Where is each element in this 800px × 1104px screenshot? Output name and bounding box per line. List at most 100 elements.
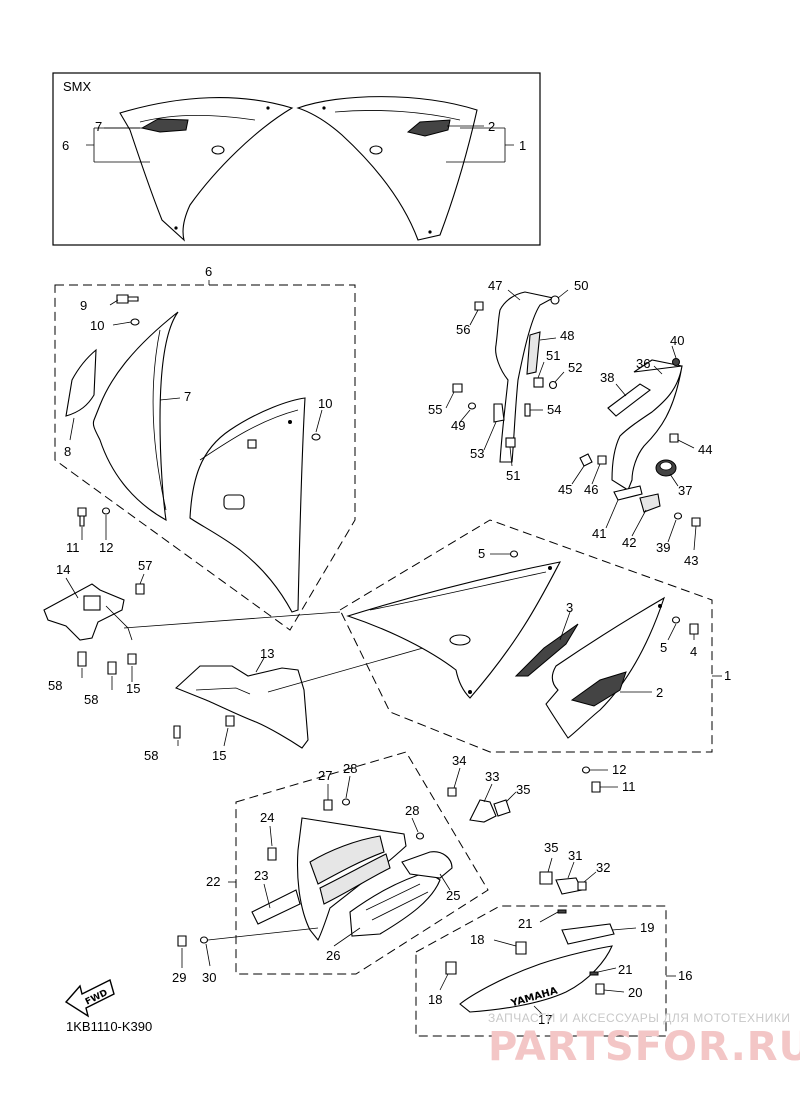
part-58-bolt-c[interactable] <box>173 725 181 739</box>
group-1-right-cowling: 1 5 3 5 4 2 12 11 <box>339 519 731 794</box>
part-56-bolt[interactable] <box>474 301 484 311</box>
part-53-bracket[interactable] <box>493 403 505 423</box>
label-21b: 21 <box>618 962 632 977</box>
part-49-washer[interactable] <box>467 402 477 410</box>
part-2-panel[interactable] <box>545 596 665 739</box>
part-40-nut[interactable] <box>672 358 680 366</box>
part-21-rivet-b[interactable] <box>589 971 599 976</box>
inset-cowling-left[interactable] <box>119 97 294 242</box>
part-5-washer-b[interactable] <box>671 616 681 624</box>
part-30-washer[interactable] <box>199 936 209 944</box>
part-42-rubber[interactable] <box>639 493 661 513</box>
part-51-grommet-b[interactable] <box>505 437 516 448</box>
part-48-pad[interactable] <box>526 331 541 375</box>
part-7-inner-line <box>152 329 167 511</box>
label-58: 58 <box>48 678 62 693</box>
leader-52 <box>554 371 565 383</box>
part-12-washer[interactable] <box>101 507 111 515</box>
group-22-lower-cowling: 22 27 28 28 24 23 25 26 29 30 <box>172 751 489 985</box>
leader-10 <box>112 321 132 326</box>
part-17-under-cowl[interactable] <box>459 945 613 1013</box>
part-58-bolt-b[interactable] <box>107 661 117 675</box>
part-33-bracket[interactable] <box>469 799 497 823</box>
part-8-trim[interactable] <box>65 348 97 417</box>
part-50-nut[interactable] <box>550 295 560 305</box>
part-22-vent <box>309 835 385 885</box>
part-36-stay[interactable] <box>611 359 683 491</box>
label-43: 43 <box>684 553 698 568</box>
label-5b: 5 <box>660 640 667 655</box>
part-23-decal[interactable] <box>251 889 301 925</box>
part-28-washer[interactable] <box>341 798 351 806</box>
part-19-trim[interactable] <box>561 923 615 945</box>
part-1-cowling-panel[interactable] <box>346 561 562 699</box>
part-10-washer[interactable] <box>130 318 140 326</box>
part-24-nut[interactable] <box>267 847 277 861</box>
leader-48 <box>539 337 557 341</box>
part-34-bolt[interactable] <box>447 787 457 797</box>
part-18-nut-b[interactable] <box>445 961 457 975</box>
part-26-ribs <box>365 883 429 921</box>
label-51b: 51 <box>506 468 520 483</box>
leader-41 <box>605 499 619 529</box>
part-11-screw[interactable] <box>77 507 87 527</box>
leader-3 <box>559 611 571 641</box>
part-25-trim[interactable] <box>401 851 453 879</box>
part-5-washer[interactable] <box>509 550 519 558</box>
part-11-screw-b[interactable] <box>591 781 601 793</box>
part-9-screw[interactable] <box>116 294 139 304</box>
leader-46 <box>591 463 601 485</box>
part-57-screw[interactable] <box>135 583 145 595</box>
part-46-screw[interactable] <box>597 455 607 465</box>
part-44-bolt[interactable] <box>669 433 679 443</box>
part-12-washer-b[interactable] <box>581 766 591 774</box>
leader-38 <box>615 383 627 397</box>
ref-line-13-2 <box>267 645 431 693</box>
part-13-bracket[interactable] <box>174 665 309 749</box>
part-20-screw[interactable] <box>595 983 605 995</box>
part-45-clip[interactable] <box>579 453 593 467</box>
leader-19 <box>611 927 637 931</box>
part-3-decal[interactable] <box>514 623 579 677</box>
leader-40 <box>671 345 677 359</box>
part-15-screw-b[interactable] <box>225 715 235 727</box>
leader-7 <box>159 397 181 401</box>
part-27-bolt[interactable] <box>323 799 333 811</box>
label-13: 13 <box>260 646 274 661</box>
part-29-bolt[interactable] <box>177 935 187 947</box>
part-38-strip[interactable] <box>607 383 651 417</box>
part-35-clip-b[interactable] <box>539 871 553 885</box>
inset-frame <box>52 72 541 246</box>
part-52-screw[interactable] <box>548 380 558 390</box>
part-7-cowling-panel[interactable] <box>92 311 179 522</box>
part-54-clip[interactable] <box>524 403 531 417</box>
part-21-rivet[interactable] <box>557 909 567 914</box>
part-41-pad[interactable] <box>613 485 643 501</box>
leader-34 <box>453 767 461 789</box>
part-47-stay[interactable] <box>495 291 555 463</box>
part-58-bolt[interactable] <box>77 651 87 667</box>
label-10b: 10 <box>318 396 332 411</box>
part-6-boss <box>223 494 245 510</box>
part-4-screw[interactable] <box>689 623 699 635</box>
part-10-washer-b[interactable] <box>311 433 321 441</box>
label-47: 47 <box>488 278 502 293</box>
part-14-bracket[interactable] <box>43 583 125 641</box>
part-55-bolt[interactable] <box>452 383 463 393</box>
label-39: 39 <box>656 540 670 555</box>
leader-49 <box>459 409 471 423</box>
leader-50 <box>557 289 569 299</box>
label-27: 27 <box>318 768 332 783</box>
part-28-washer-b[interactable] <box>415 832 425 840</box>
part-35-clip[interactable] <box>493 799 511 817</box>
part-15-screw[interactable] <box>127 653 137 665</box>
part-32-screw[interactable] <box>577 881 587 891</box>
leader-26 <box>333 927 361 947</box>
leader-33 <box>483 783 493 803</box>
part-18-nut[interactable] <box>515 941 527 955</box>
label-21: 21 <box>518 916 532 931</box>
part-43-bolt[interactable] <box>691 517 701 527</box>
part-6-inner-panel[interactable] <box>189 397 306 613</box>
part-51-grommet[interactable] <box>533 377 544 388</box>
part-39-washer[interactable] <box>673 512 683 520</box>
